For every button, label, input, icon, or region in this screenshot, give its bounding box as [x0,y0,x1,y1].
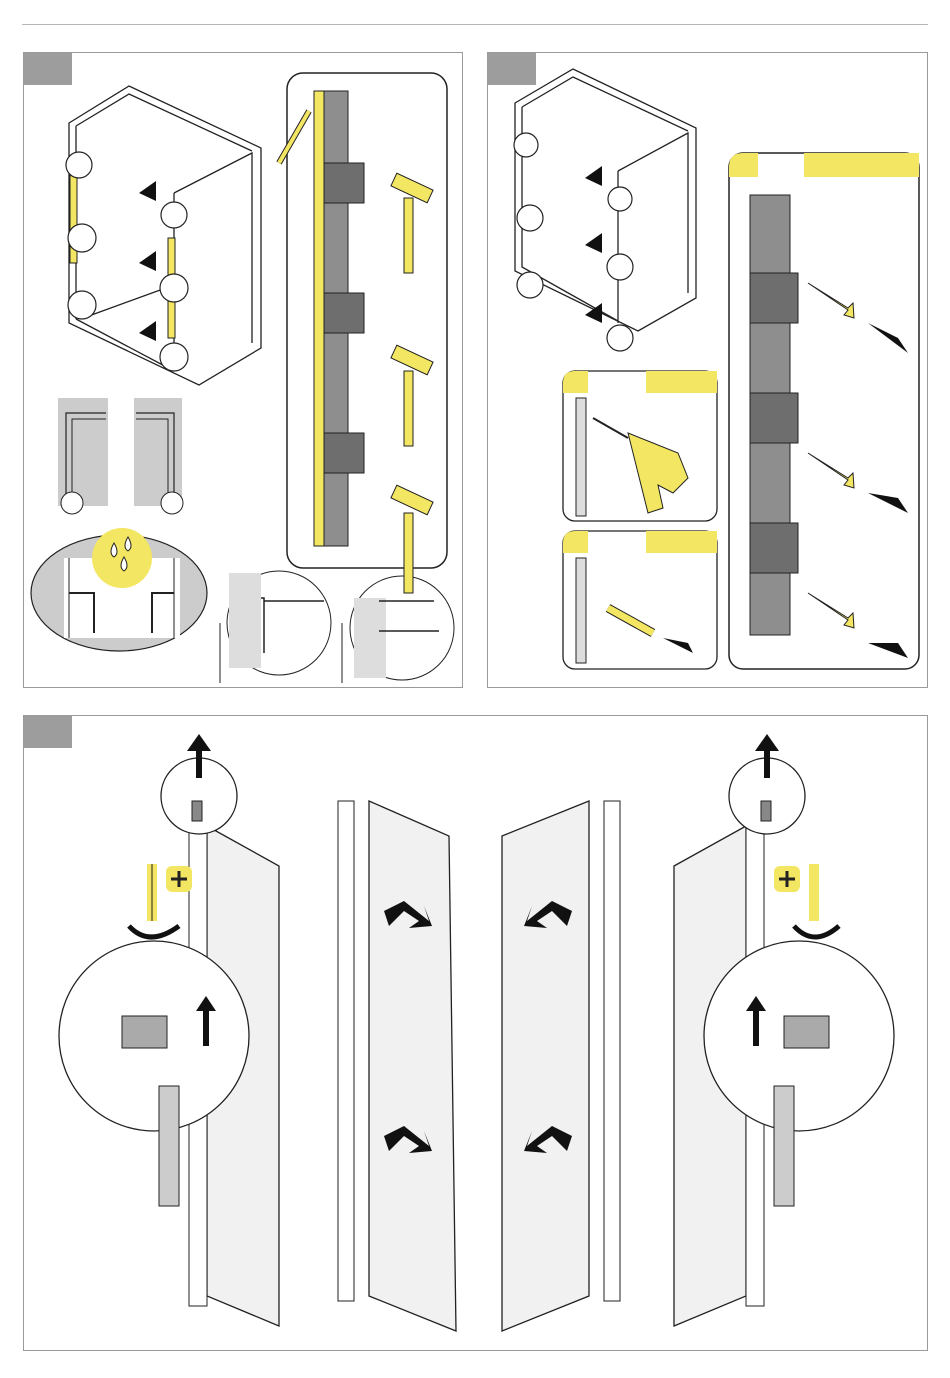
left-door-assembly [59,734,279,1326]
inner-left-door [338,801,456,1331]
floor-plan-diagram [58,398,183,514]
screwdriver-icon [152,864,192,921]
water-drops-icon [92,528,152,588]
shower-cabin-outline [69,86,261,385]
step-2-panel [487,52,928,688]
step-1-illustration [24,53,464,689]
header-rule [22,24,928,25]
screwdriver-icon [774,864,814,921]
nailing-detail [279,73,447,593]
shower-cabin-outline [515,69,696,331]
step-2-illustration [488,53,929,689]
step-3-panel [23,715,928,1351]
dowel-detail [563,531,717,669]
screw-detail [729,153,919,669]
inner-right-door [502,801,620,1331]
step-3-illustration [24,716,929,1352]
right-door-assembly [674,734,894,1326]
profile-detail-circles [220,571,454,683]
drill-detail [563,371,717,521]
step-1-panel [23,52,463,688]
